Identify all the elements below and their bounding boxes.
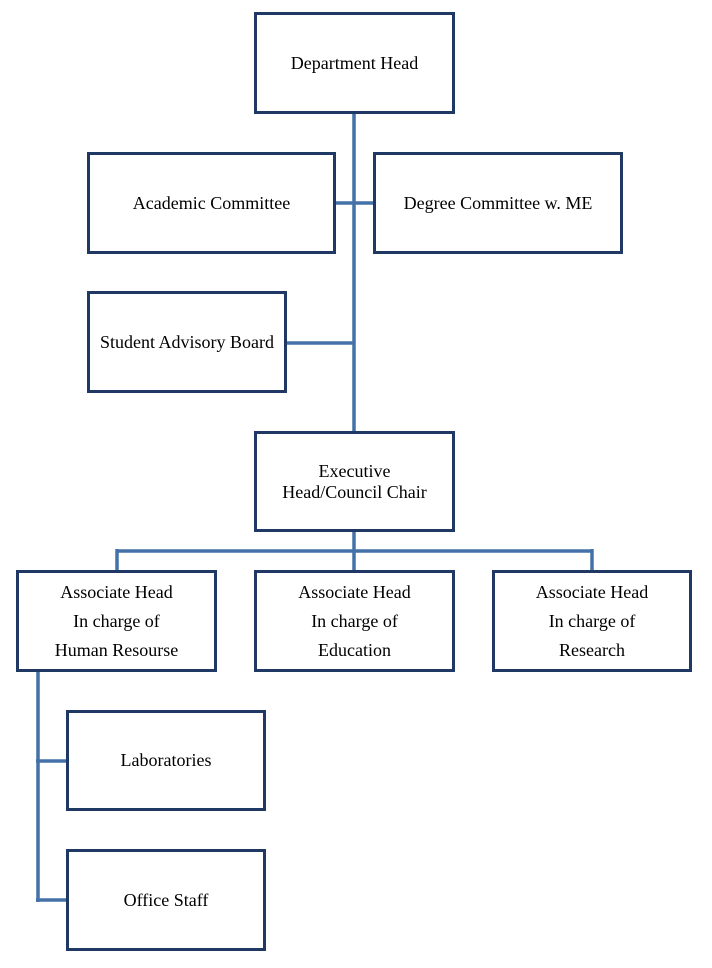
node-label: Office Staff	[123, 889, 209, 910]
node-label-line: In charge of	[73, 610, 160, 631]
node-label: Academic Committee	[132, 192, 291, 213]
node-office-staff: Office Staff	[66, 849, 266, 951]
node-label-line: Executive	[318, 460, 391, 481]
node-label-line: In charge of	[311, 610, 398, 631]
node-associate-head-research: Associate Head In charge of Research	[492, 570, 692, 672]
node-label-line: Associate Head	[60, 581, 173, 602]
node-label: Department Head	[290, 52, 419, 73]
node-label-line: Education	[318, 639, 391, 660]
node-student-advisory-board: Student Advisory Board	[87, 291, 287, 393]
node-associate-head-education: Associate Head In charge of Education	[254, 570, 455, 672]
node-label: Student Advisory Board	[100, 331, 274, 352]
node-label-line: Research	[559, 639, 625, 660]
node-department-head: Department Head	[254, 12, 455, 114]
node-label: Degree Committee w. ME	[403, 192, 593, 213]
node-degree-committee: Degree Committee w. ME	[373, 152, 623, 254]
node-label-line: Head/Council Chair	[282, 481, 427, 502]
node-label-line: Human Resourse	[54, 639, 179, 660]
node-laboratories: Laboratories	[66, 710, 266, 811]
node-label-line: Associate Head	[535, 581, 649, 602]
node-executive-head: Executive Head/Council Chair	[254, 431, 455, 532]
node-label-line: Associate Head	[298, 581, 411, 602]
node-label-line: In charge of	[548, 610, 636, 631]
node-label: Laboratories	[120, 750, 212, 770]
node-academic-committee: Academic Committee	[87, 152, 336, 254]
node-associate-head-hr: Associate Head In charge of Human Resour…	[16, 570, 217, 672]
